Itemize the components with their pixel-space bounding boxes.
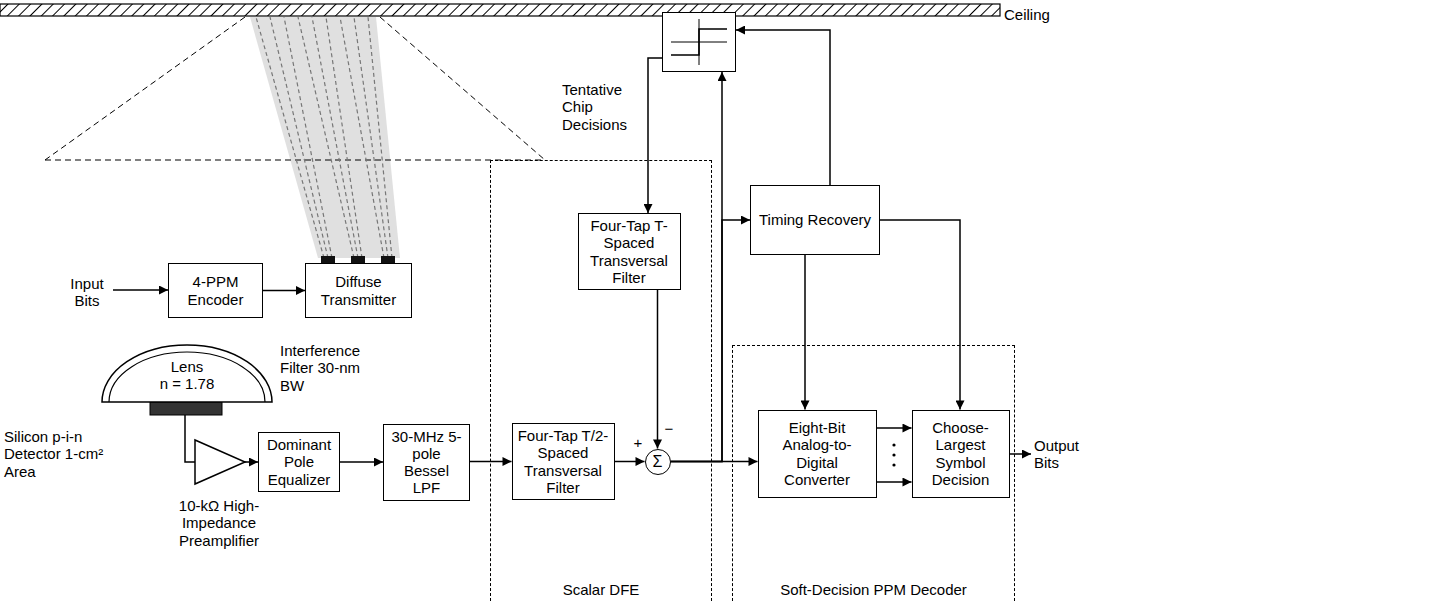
- node-text: Four-Tap T-Spaced Transversal Filter: [584, 217, 675, 286]
- node-text: Timing Recovery: [756, 211, 874, 228]
- node-text: 4-PPM Encoder: [174, 273, 257, 308]
- detector-symbol: [150, 402, 222, 415]
- signal-arrow: [877, 481, 912, 483]
- signal-label: Output Bits: [1034, 437, 1090, 472]
- signal-arrow: [736, 30, 830, 185]
- filter-box: Four-Tap T-Spaced Transversal Filter: [578, 213, 681, 290]
- component-label: Silicon p-i-n Detector 1-cm² Area: [4, 428, 104, 480]
- signal-arrow: [671, 461, 758, 463]
- lens-dome: Lensn = 1.78: [102, 345, 272, 402]
- signal-arrow: [671, 220, 751, 462]
- component-label: 10-kΩ High-Impedance Preamplifier: [163, 497, 275, 549]
- lens-inner: [109, 352, 265, 402]
- filter-box: Four-Tap T/2-Spaced Transversal Filter: [512, 423, 615, 500]
- node-text: Σ: [653, 454, 663, 470]
- light-beams: [256, 17, 392, 258]
- node-text: 30-MHz 5-pole Bessel LPF: [389, 428, 464, 497]
- ellipsis-dots: [892, 443, 895, 466]
- signal-arrow: [263, 290, 305, 292]
- annotation-text: Tentative Chip Decisions: [562, 81, 642, 133]
- light-cone: [250, 17, 400, 258]
- output-arrow: [1010, 453, 1031, 455]
- node-text: Dominant Pole Equalizer: [264, 436, 334, 488]
- node-text: Four-Tap T/2-Spaced Transversal Filter: [518, 427, 609, 496]
- lens-outer: [102, 345, 272, 402]
- process-box: Timing Recovery: [750, 185, 880, 255]
- slicer-box: Tentative Chip Decisions: [662, 12, 736, 72]
- group-region: Four-Tap T/2-Spaced Transversal Filter Fo…: [490, 160, 712, 601]
- sign-label: +: [632, 434, 644, 451]
- region-title: Soft-Decision PPM Decoder: [780, 581, 967, 598]
- process-box: Choose-Largest Symbol Decision: [912, 410, 1010, 498]
- process-box: 30-MHz 5-pole Bessel LPF: [383, 424, 470, 501]
- node-text: Eight-Bit Analog-to-Digital Converter: [764, 419, 871, 488]
- amplifier-symbol: [195, 440, 245, 484]
- node-text: n = 1.78: [160, 375, 215, 392]
- group-region: Eight-Bit Analog-to-Digital Converter Cho…: [732, 345, 1015, 601]
- process-box: Eight-Bit Analog-to-Digital Converter: [758, 410, 877, 498]
- step-curve: [671, 29, 727, 55]
- input-arrow: [113, 289, 168, 291]
- node-text: Lens: [171, 358, 204, 375]
- signal-label: Input Bits: [62, 275, 112, 310]
- step-symbol: [663, 13, 735, 71]
- summing-junction: Σ: [645, 449, 671, 475]
- signal-arrow: [648, 58, 662, 213]
- signal-arrow: [615, 461, 645, 463]
- signal-arrow: [804, 255, 806, 410]
- ceiling-label: Ceiling: [1004, 6, 1074, 23]
- region-title: Scalar DFE: [563, 581, 640, 598]
- signal-arrow: [340, 461, 383, 463]
- sign-label: −: [663, 420, 675, 437]
- ceiling-bar: [0, 4, 1000, 16]
- process-box: 4-PPM Encoder: [168, 263, 263, 318]
- field-of-view: [45, 17, 545, 160]
- signal-arrow: [877, 427, 912, 429]
- process-box: Diffuse Transmitter: [305, 263, 412, 318]
- signal-arrow: [657, 290, 659, 449]
- signal-arrow: [880, 220, 960, 410]
- component-label: Interference Filter 30-nm BW: [280, 342, 378, 394]
- node-text: Choose-Largest Symbol Decision: [918, 419, 1004, 488]
- node-text: Diffuse Transmitter: [311, 273, 406, 308]
- process-box: Dominant Pole Equalizer: [258, 432, 340, 492]
